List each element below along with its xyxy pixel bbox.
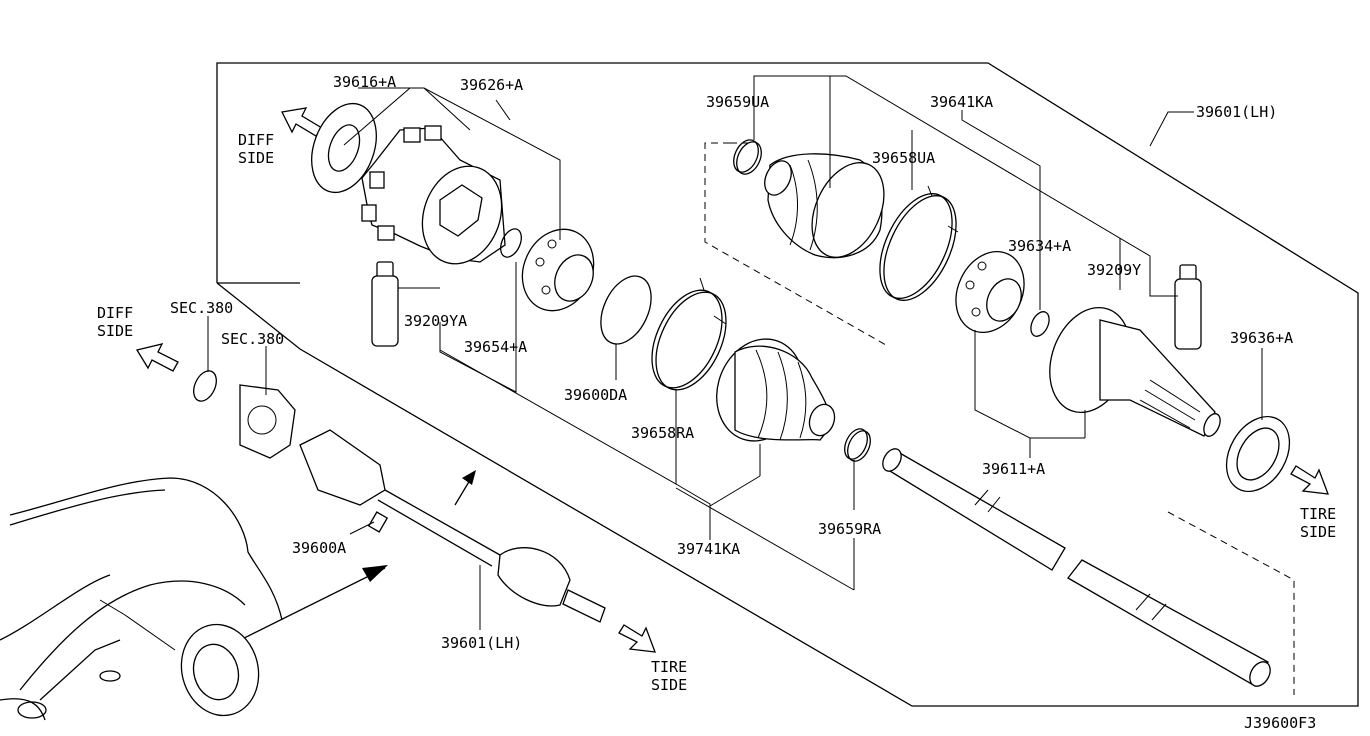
label-39600A: 39600A bbox=[292, 539, 346, 557]
part-39209Y-grease bbox=[1174, 264, 1202, 350]
tire-side-label-right-1: TIRE bbox=[1300, 505, 1336, 523]
tire-side-label-right-2: SIDE bbox=[1300, 523, 1336, 541]
label-39741KA: 39741KA bbox=[677, 540, 740, 558]
part-shaft-lower bbox=[1067, 559, 1271, 687]
diff-side-label-left-2: SIDE bbox=[97, 322, 133, 340]
label-sec380-a: SEC.380 bbox=[170, 299, 233, 317]
part-39611A-outer-joint bbox=[1049, 306, 1221, 437]
label-39634A: 39634+A bbox=[1008, 237, 1071, 255]
part-39634A-snap-ring bbox=[1030, 311, 1050, 337]
label-39654A: 39654+A bbox=[464, 338, 527, 356]
label-39600DA: 39600DA bbox=[564, 386, 627, 404]
diff-side-label-top-2: SIDE bbox=[238, 149, 274, 167]
part-39659UA-clamp bbox=[733, 139, 762, 175]
diff-side-label-left-1: DIFF bbox=[97, 304, 133, 322]
part-inner-race-right bbox=[955, 250, 1025, 334]
label-39636A: 39636+A bbox=[1230, 329, 1293, 347]
part-39616A-seal bbox=[311, 102, 377, 194]
label-39659RA: 39659RA bbox=[818, 520, 881, 538]
label-39611A: 39611+A bbox=[982, 460, 1045, 478]
shaft-dashed-box bbox=[1167, 511, 1295, 695]
part-39636A-seal bbox=[1225, 415, 1291, 493]
label-39209YA: 39209YA bbox=[404, 312, 467, 330]
label-39616A: 39616+A bbox=[333, 73, 396, 91]
tire-side-label-bottom-2: SIDE bbox=[651, 676, 687, 694]
boot-kit-dashed-box bbox=[704, 142, 887, 346]
installed-driveshaft bbox=[193, 370, 606, 623]
tire-side-arrow-bottom bbox=[618, 624, 656, 653]
part-shaft-upper bbox=[882, 448, 1066, 571]
label-39601LH-top: 39601(LH) bbox=[1196, 103, 1277, 121]
part-inner-race-left bbox=[521, 228, 595, 312]
label-39659UA: 39659UA bbox=[706, 93, 769, 111]
label-sec380-b: SEC.380 bbox=[221, 330, 284, 348]
part-39658RA-band bbox=[651, 277, 727, 391]
diff-side-arrow-left bbox=[135, 343, 179, 372]
direction-arrow-small bbox=[454, 470, 476, 506]
part-39209YA-grease bbox=[371, 261, 399, 347]
tire-side-label-bottom-1: TIRE bbox=[651, 658, 687, 676]
part-39641KA-boot bbox=[764, 153, 885, 259]
part-39654A-snap-ring bbox=[500, 228, 522, 258]
part-39600DA-circlip bbox=[600, 275, 652, 345]
part-39658UA-band bbox=[879, 185, 959, 301]
label-39626A: 39626+A bbox=[460, 76, 523, 94]
assembly-frame bbox=[216, 62, 1359, 707]
diff-side-label-top-1: DIFF bbox=[238, 131, 274, 149]
label-39641KA: 39641KA bbox=[930, 93, 993, 111]
label-39658UA: 39658UA bbox=[872, 149, 935, 167]
tire-side-arrow-right bbox=[1290, 465, 1329, 495]
label-39658RA: 39658RA bbox=[631, 424, 694, 442]
vehicle-outline bbox=[0, 477, 283, 721]
leader-lines bbox=[207, 75, 1263, 630]
label-39209Y: 39209Y bbox=[1087, 261, 1141, 279]
part-39741KA-boot bbox=[716, 338, 836, 442]
diff-side-arrow-top bbox=[281, 107, 323, 137]
part-39626A-housing bbox=[361, 125, 506, 265]
label-39601LH-bottom: 39601(LH) bbox=[441, 634, 522, 652]
part-39659RA-clamp bbox=[844, 428, 871, 462]
diagram-code: J39600F3 bbox=[1244, 714, 1316, 732]
